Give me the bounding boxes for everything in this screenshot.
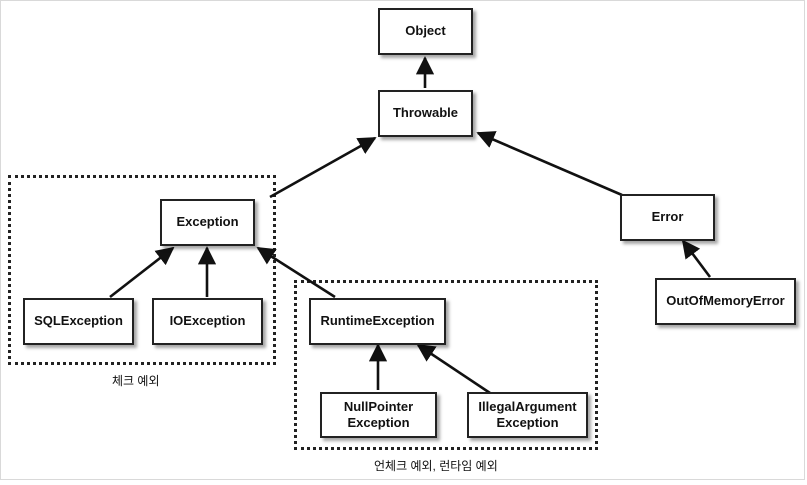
node-runtimeexception: RuntimeException — [309, 298, 446, 345]
arrow-oom-to-error — [681, 239, 712, 278]
unchecked-exception-group — [294, 280, 598, 450]
node-ioexception: IOException — [152, 298, 263, 345]
arrow-sqlexception-to-exception — [109, 246, 175, 299]
node-object: Object — [378, 8, 473, 55]
node-sqlexception: SQLException — [23, 298, 134, 345]
arrow-runtimeexception-to-exception — [256, 246, 336, 299]
node-exception: Exception — [160, 199, 255, 246]
unchecked-exception-group-label: 언체크 예외, 런타임 예외 — [374, 459, 498, 473]
node-nullpointerexception: NullPointer Exception — [320, 392, 437, 438]
checked-exception-group-label: 체크 예외 — [112, 374, 160, 388]
node-illegalargumentexception: IllegalArgument Exception — [467, 392, 588, 438]
node-outofmemoryerror: OutOfMemoryError — [655, 278, 796, 325]
arrow-error-to-throwable — [476, 131, 623, 197]
node-error: Error — [620, 194, 715, 241]
arrow-exception-to-throwable — [269, 136, 377, 199]
checked-exception-group — [8, 175, 276, 365]
arrow-illegalargument-to-runtime — [416, 343, 491, 395]
node-throwable: Throwable — [378, 90, 473, 137]
